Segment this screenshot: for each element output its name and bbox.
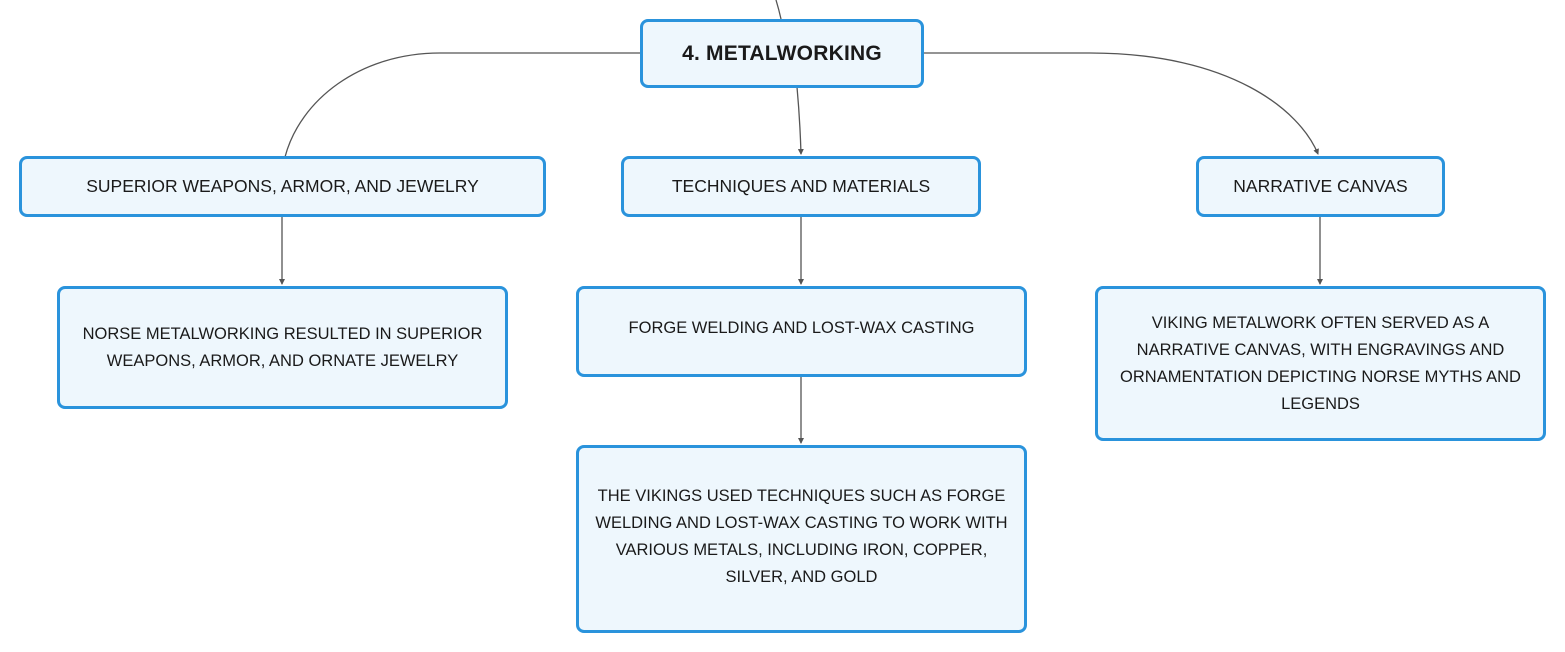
detail-node-label: FORGE WELDING AND LOST-WAX CASTING xyxy=(628,319,975,337)
connector-root-to-narrative xyxy=(923,52,1319,155)
branch-node-label: SUPERIOR WEAPONS, ARMOR, AND JEWELRY xyxy=(86,176,479,196)
connector-root-to-techniques xyxy=(796,86,804,155)
root-node-label: 4. METALWORKING xyxy=(682,41,882,65)
root-node[interactable]: 4. METALWORKING xyxy=(640,19,924,88)
branch-node-label: TECHNIQUES AND MATERIALS xyxy=(671,176,931,196)
detail-node-techniques-summary[interactable]: FORGE WELDING AND LOST-WAX CASTING xyxy=(576,286,1027,377)
detail-node-weapons[interactable]: NORSE METALWORKING RESULTED IN SUPERIOR … xyxy=(57,286,508,409)
branch-node-techniques[interactable]: TECHNIQUES AND MATERIALS xyxy=(621,156,981,217)
branch-node-label: NARRATIVE CANVAS xyxy=(1233,176,1408,196)
detail-node-label: VIKING METALWORK OFTEN SERVED AS A NARRA… xyxy=(1120,313,1521,413)
connector-root-to-weapons xyxy=(284,52,641,158)
branch-node-narrative[interactable]: NARRATIVE CANVAS xyxy=(1196,156,1445,217)
connector-incoming xyxy=(775,0,782,20)
detail-node-narrative[interactable]: VIKING METALWORK OFTEN SERVED AS A NARRA… xyxy=(1095,286,1546,441)
branch-node-weapons[interactable]: SUPERIOR WEAPONS, ARMOR, AND JEWELRY xyxy=(19,156,546,217)
detail-node-label: THE VIKINGS USED TECHNIQUES SUCH AS FORG… xyxy=(595,487,1008,586)
detail-node-techniques-description[interactable]: THE VIKINGS USED TECHNIQUES SUCH AS FORG… xyxy=(576,445,1027,633)
detail-node-label: NORSE METALWORKING RESULTED IN SUPERIOR … xyxy=(82,324,483,370)
